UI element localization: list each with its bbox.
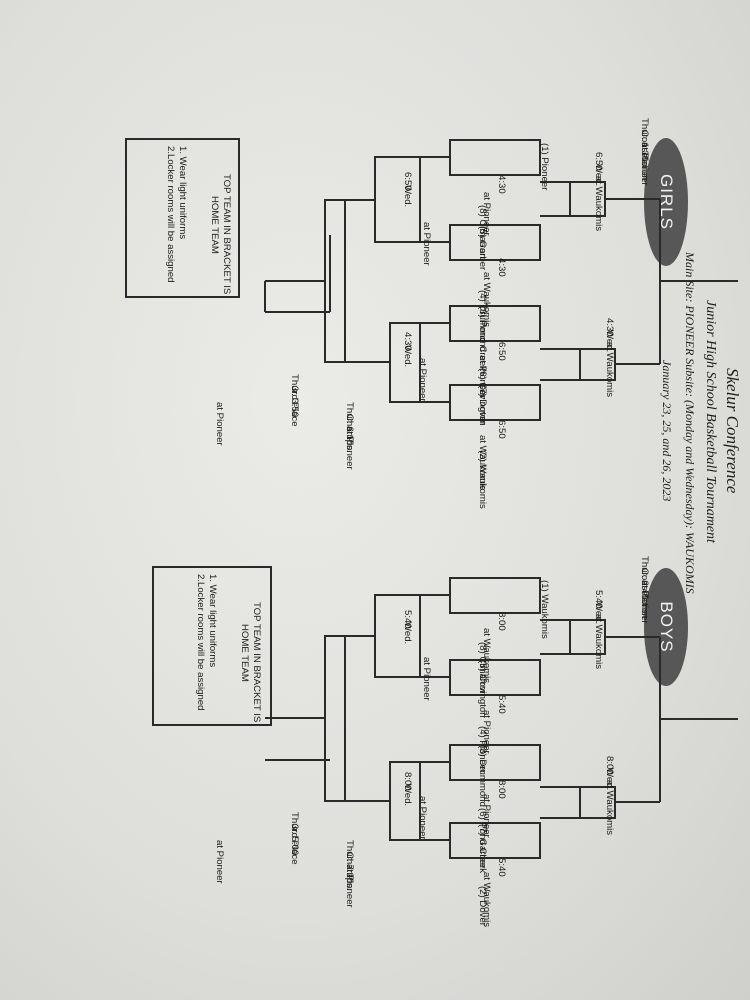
girls-notes-head2: HOME TEAM	[209, 196, 220, 254]
boys-champs-site: at Pioneer	[344, 864, 355, 908]
boys-seed: (2) Dover	[477, 886, 488, 926]
girls-semi-site: at Pioneer	[421, 222, 432, 266]
girls-r1-time: 6:50	[496, 420, 507, 439]
girls-champs-site: at Pioneer	[344, 426, 355, 470]
boys-consolation-site: at Pioneer	[639, 580, 650, 624]
boys-notes-box: TOP TEAM IN BRACKET IS HOME TEAM 1. Wear…	[152, 566, 272, 726]
boys-third-site: at Pioneer	[214, 840, 225, 884]
girls-semi-day: Wed.	[402, 345, 413, 368]
girls-cons-semi-site: at Waukomis	[604, 342, 615, 398]
girls-third-label: 3rd Place	[289, 386, 300, 427]
boys-r1-time: 5:40	[496, 695, 507, 714]
boys-notes-head1: TOP TEAM IN BRACKET IS	[251, 602, 262, 723]
girls-cons-semi-site: at Waukomis	[593, 176, 604, 232]
boys-cons-semi-site: at Waukomis	[604, 780, 615, 836]
girls-notes-item1: 1. Wear light uniforms	[177, 146, 188, 240]
boys-third-label: 3rd Place	[289, 824, 300, 865]
girls-notes-head1: TOP TEAM IN BRACKET IS	[221, 174, 232, 295]
boys-semi-site: at Pioneer	[417, 796, 428, 840]
boys-r1-time: 8:00	[496, 612, 507, 631]
girls-r1-time: 6:50	[496, 342, 507, 361]
girls-r1-time: 4:30	[496, 175, 507, 194]
boys-semi-site: at Pioneer	[421, 657, 432, 701]
girls-third-site: at Pioneer	[214, 402, 225, 446]
girls-seed: (7) Dover	[477, 385, 488, 425]
girls-notes-item2: 2.Locker rooms will be assigned	[165, 146, 176, 283]
boys-seed: (7) Garber	[477, 824, 488, 869]
girls-semi-site: at Pioneer	[417, 358, 428, 402]
girls-seed: (1) Pioneer	[539, 143, 550, 191]
girls-notes-box: TOP TEAM IN BRACKET IS HOME TEAM 1. Wear…	[125, 138, 240, 298]
boys-seed: (5) Covington	[477, 660, 488, 718]
boys-semi-day: Wed.	[402, 784, 413, 807]
girls-seed: (5) Garber	[477, 226, 488, 271]
boys-cons-semi-site: at Waukomis	[593, 614, 604, 670]
girls-r1-time: 4:30	[496, 258, 507, 277]
girls-seed: (2) Waukomis	[477, 450, 488, 509]
girls-consolation-site: at Pioneer	[639, 142, 650, 186]
boys-seed: (1) Waukomis	[539, 580, 550, 639]
boys-notes-item2: 2.Locker rooms will be assigned	[195, 574, 206, 711]
girls-semi-day: Wed.	[402, 185, 413, 208]
boys-r1-time: 5:40	[496, 858, 507, 877]
boys-notes-head2: HOME TEAM	[239, 624, 250, 682]
boys-notes-item1: 1. Wear light uniforms	[207, 574, 218, 668]
boys-r1-time: 8:00	[496, 780, 507, 799]
boys-semi-day: Wed.	[402, 622, 413, 645]
